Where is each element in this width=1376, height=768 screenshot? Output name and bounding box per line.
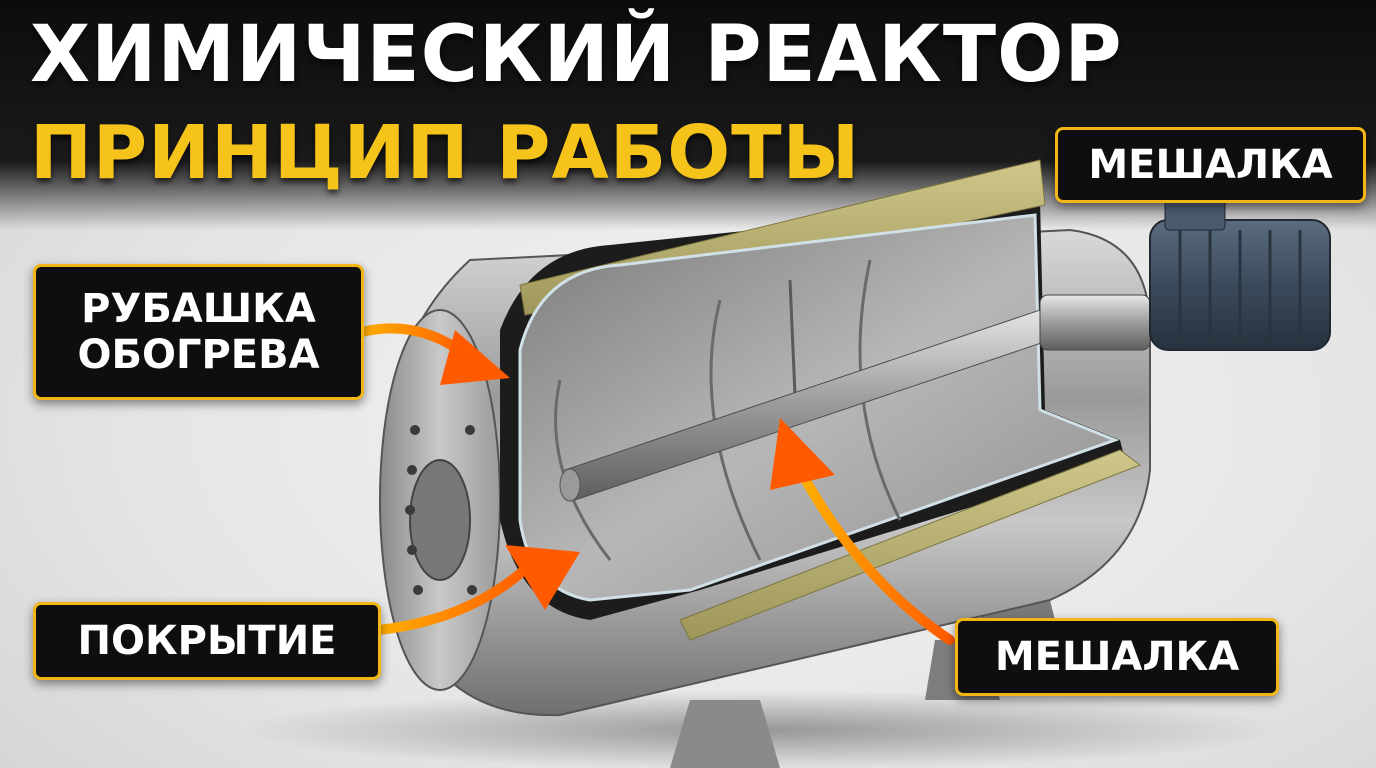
insulation-bottom <box>679 449 1142 641</box>
label-heating-jacket-line1: РУБАШКА <box>81 286 316 332</box>
page-title: ХИМИЧЕСКИЙ РЕАКТОР <box>30 10 1123 100</box>
label-mixer-top: МЕШАЛКА <box>1055 127 1366 203</box>
agitator-shaft <box>559 294 1151 502</box>
label-mixer-bottom-text: МЕШАЛКА <box>994 634 1240 680</box>
baffle <box>788 279 797 396</box>
motor <box>1149 199 1331 351</box>
arrow-to-coating <box>373 545 580 635</box>
label-mixer-bottom: МЕШАЛКА <box>955 618 1279 696</box>
label-mixer-top-text: МЕШАЛКА <box>1088 142 1333 188</box>
page-subtitle: ПРИНЦИП РАБОТЫ <box>30 110 861 196</box>
label-heating-jacket-line2: ОБОГРЕВА <box>77 332 320 378</box>
label-coating: ПОКРЫТИЕ <box>33 602 381 680</box>
label-coating-text: ПОКРЫТИЕ <box>77 618 337 664</box>
label-heating-jacket: РУБАШКА ОБОГРЕВА <box>33 264 364 400</box>
flange-bolts <box>405 425 477 595</box>
arrow-to-mixer <box>770 418 955 645</box>
end-flange <box>409 459 471 581</box>
arrow-to-jacket <box>357 323 510 385</box>
